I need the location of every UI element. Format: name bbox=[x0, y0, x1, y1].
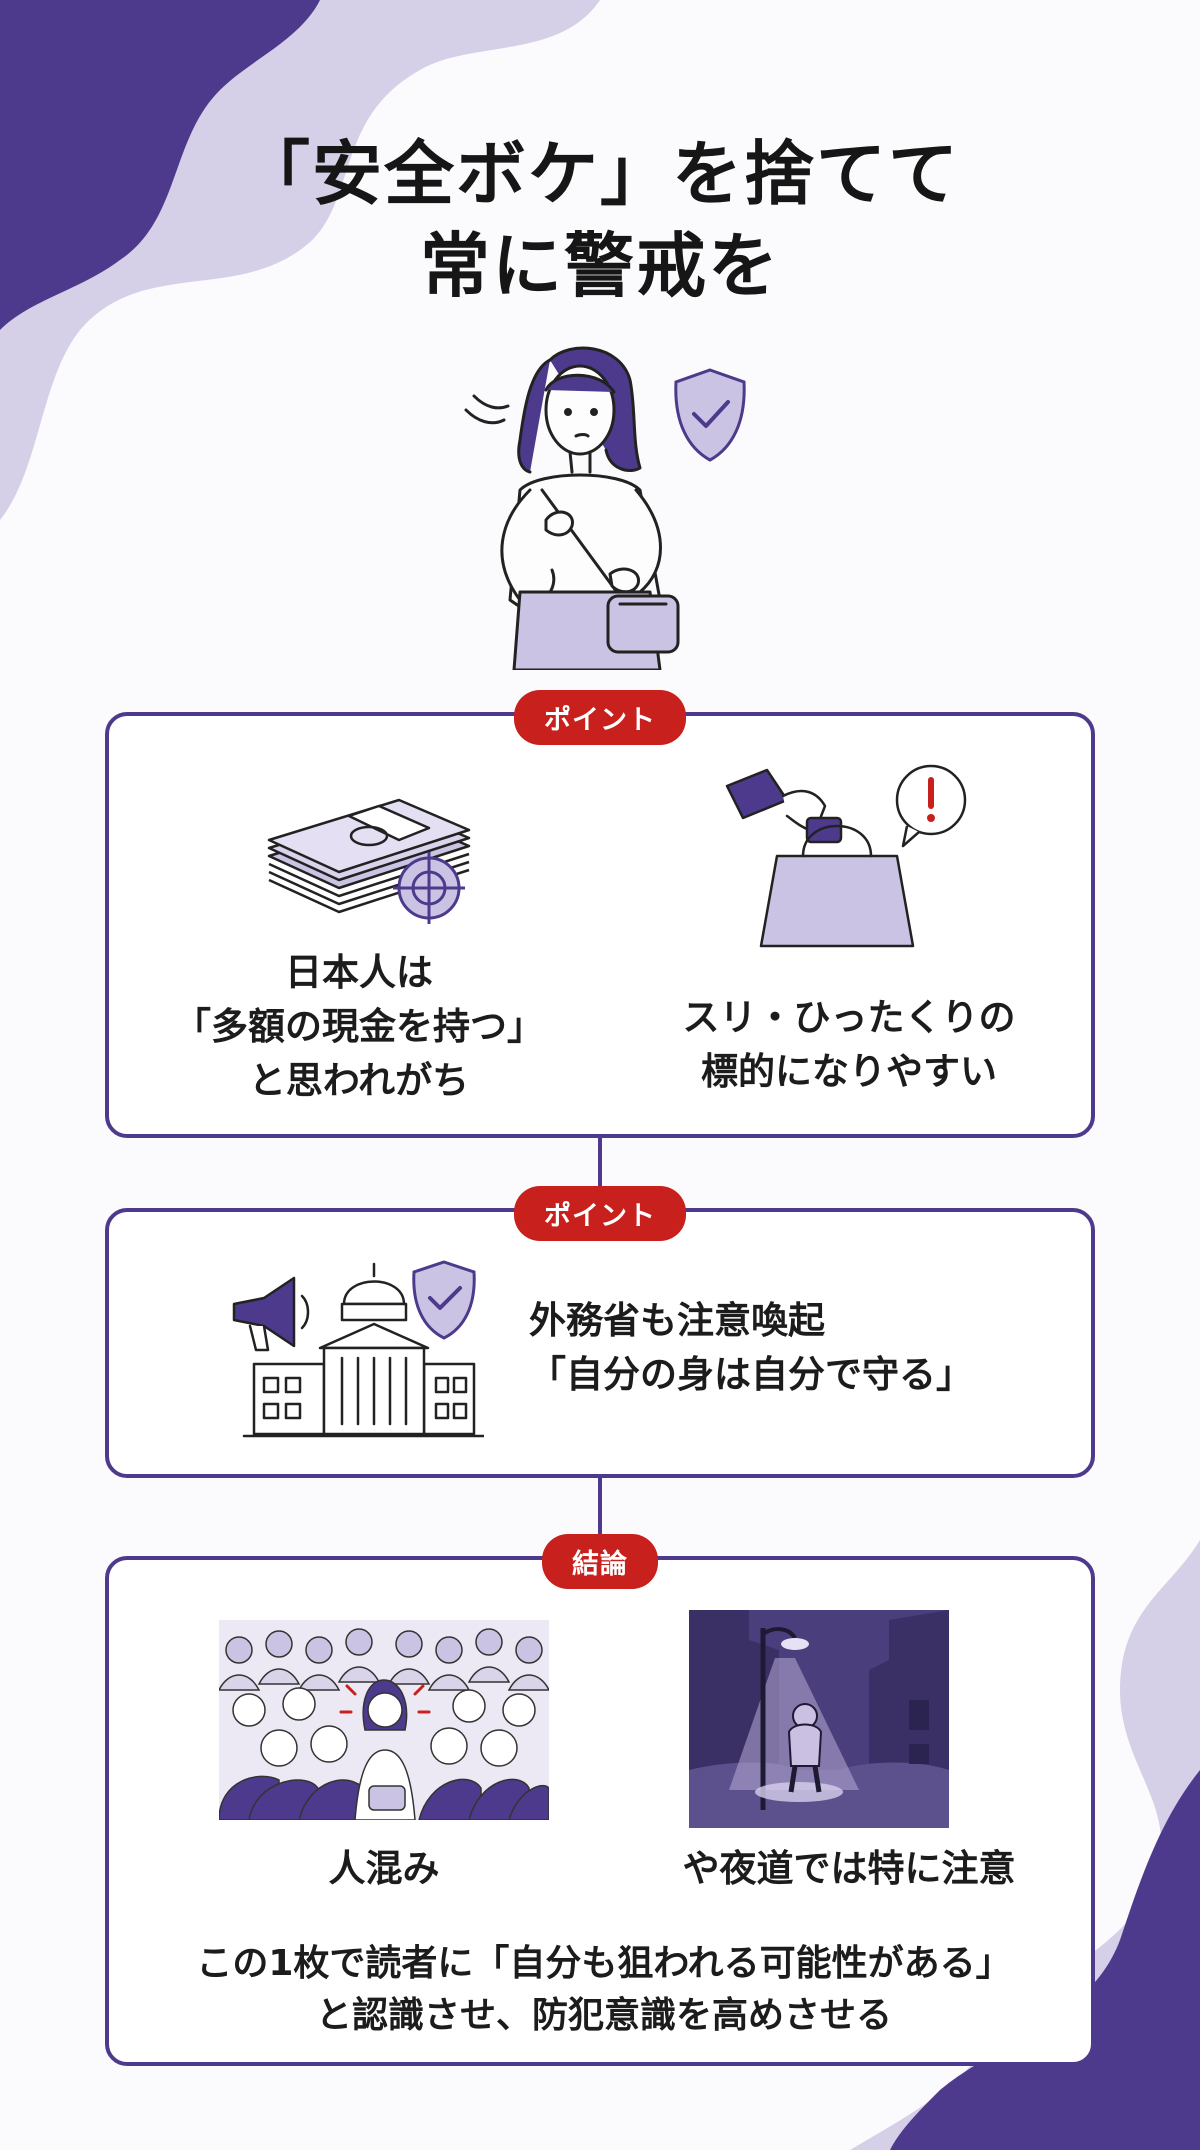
title-line-2: 常に警戒を bbox=[420, 225, 780, 307]
caption-line: 「自分の身は自分で守る」 bbox=[529, 1353, 973, 1396]
caption-crowd: 人混み bbox=[219, 1842, 549, 1896]
pickpocket-bag-icon bbox=[725, 764, 967, 948]
point-card-1: 日本人は 「多額の現金を持つ」 と思われがち スリ・ひったくりの 標的になりやす… bbox=[105, 712, 1095, 1138]
point-card-2: 外務省も注意喚起 「自分の身は自分で守る」 bbox=[105, 1208, 1095, 1478]
caption-line: と思われがち bbox=[248, 1059, 470, 1102]
cautious-woman-illustration bbox=[464, 346, 746, 670]
caption-line: 外務省も注意喚起 bbox=[529, 1299, 825, 1342]
summary-line: と認識させ、防犯意識を高めさせる bbox=[315, 1995, 892, 2036]
shield-check-icon bbox=[412, 1260, 476, 1340]
page-title: 「安全ボケ」を捨てて 常に警戒を bbox=[0, 128, 1200, 312]
conclusion-badge: 結論 bbox=[542, 1534, 658, 1589]
caption-pickpocket: スリ・ひったくりの 標的になりやすい bbox=[629, 991, 1069, 1099]
conclusion-summary: この1枚で読者に「自分も狙われる可能性がある」 と認識させ、防犯意識を高めさせる bbox=[129, 1938, 1079, 2042]
connector-line bbox=[598, 1138, 602, 1210]
money-target-icon bbox=[267, 798, 471, 924]
highlighted-woman bbox=[354, 1679, 416, 1820]
caption-line: 「多額の現金を持つ」 bbox=[174, 1005, 544, 1048]
caption-line: スリ・ひったくりの bbox=[682, 996, 1016, 1039]
conclusion-card: 人混み や夜道では特に注意 この1枚で読者に「自分も狙われる可能性がある」 と認… bbox=[105, 1556, 1095, 2066]
shield-check-icon bbox=[674, 368, 746, 462]
government-building-icon bbox=[232, 1260, 484, 1438]
caption-line: 日本人は bbox=[285, 951, 433, 994]
caption-night-street: や夜道では特に注意 bbox=[629, 1842, 1069, 1896]
caption-line: 標的になりやすい bbox=[701, 1050, 997, 1093]
point-badge-1: ポイント bbox=[514, 690, 686, 745]
caption-line: や夜道では特に注意 bbox=[682, 1847, 1016, 1890]
summary-line: この1枚で読者に「自分も狙われる可能性がある」 bbox=[196, 1943, 1012, 1984]
connector-line bbox=[598, 1478, 602, 1558]
crowd-illustration bbox=[219, 1620, 549, 1820]
hooded-figure bbox=[787, 1703, 823, 1793]
caption-money: 日本人は 「多額の現金を持つ」 と思われがち bbox=[149, 946, 569, 1108]
title-line-1: 「安全ボケ」を捨てて bbox=[240, 133, 960, 215]
exclamation-bubble-icon bbox=[895, 764, 967, 848]
caption-line: 人混み bbox=[328, 1847, 440, 1890]
night-street-illustration bbox=[689, 1610, 949, 1828]
caption-mofa: 外務省も注意喚起 「自分の身は自分で守る」 bbox=[529, 1294, 1049, 1402]
point-badge-2: ポイント bbox=[514, 1186, 686, 1241]
megaphone-icon bbox=[232, 1276, 310, 1352]
